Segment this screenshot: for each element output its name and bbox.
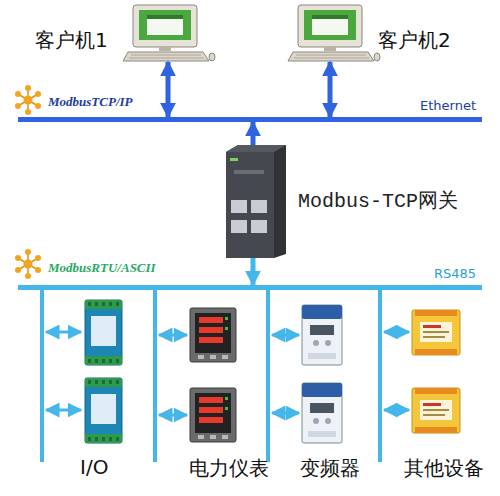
client-label: 客户机1 — [35, 27, 108, 54]
bus-connector — [153, 290, 157, 300]
gateway-label: Modbus-TCP网关 — [298, 187, 458, 214]
device-group: 电力仪表 — [149, 300, 273, 486]
ethernet-bus: ModbusTCP/IPEthernet — [18, 117, 482, 122]
device-group-label: I/O — [80, 455, 108, 479]
bus-connector — [40, 290, 44, 300]
client-node: 客户机2 — [285, 5, 475, 62]
bus-label: RS485 — [434, 266, 476, 281]
protocol-label: ModbusRTU/ASCII — [48, 260, 156, 276]
bus-connector — [166, 62, 171, 117]
rs485-bus: ModbusRTU/ASCIIRS485 — [18, 285, 482, 290]
bus-connector — [378, 290, 382, 300]
bus-connector — [328, 62, 333, 117]
bus-connector — [251, 122, 256, 145]
device-group-label: 其他设备 — [404, 455, 484, 482]
client-label: 客户机2 — [378, 27, 451, 54]
device-group: 其他设备 — [374, 300, 488, 486]
bus-connector — [251, 258, 256, 285]
bus-connector — [266, 290, 270, 300]
device-group-label: 变频器 — [300, 455, 360, 482]
gateway-device: Modbus-TCP网关 — [222, 145, 288, 258]
protocol-label: ModbusTCP/IP — [48, 94, 133, 110]
device-group: 变频器 — [262, 300, 374, 486]
device-group: I/O — [36, 300, 148, 486]
bus-label: Ethernet — [420, 98, 476, 113]
device-group-label: 电力仪表 — [189, 455, 269, 482]
client-node: 客户机1 — [35, 5, 215, 62]
